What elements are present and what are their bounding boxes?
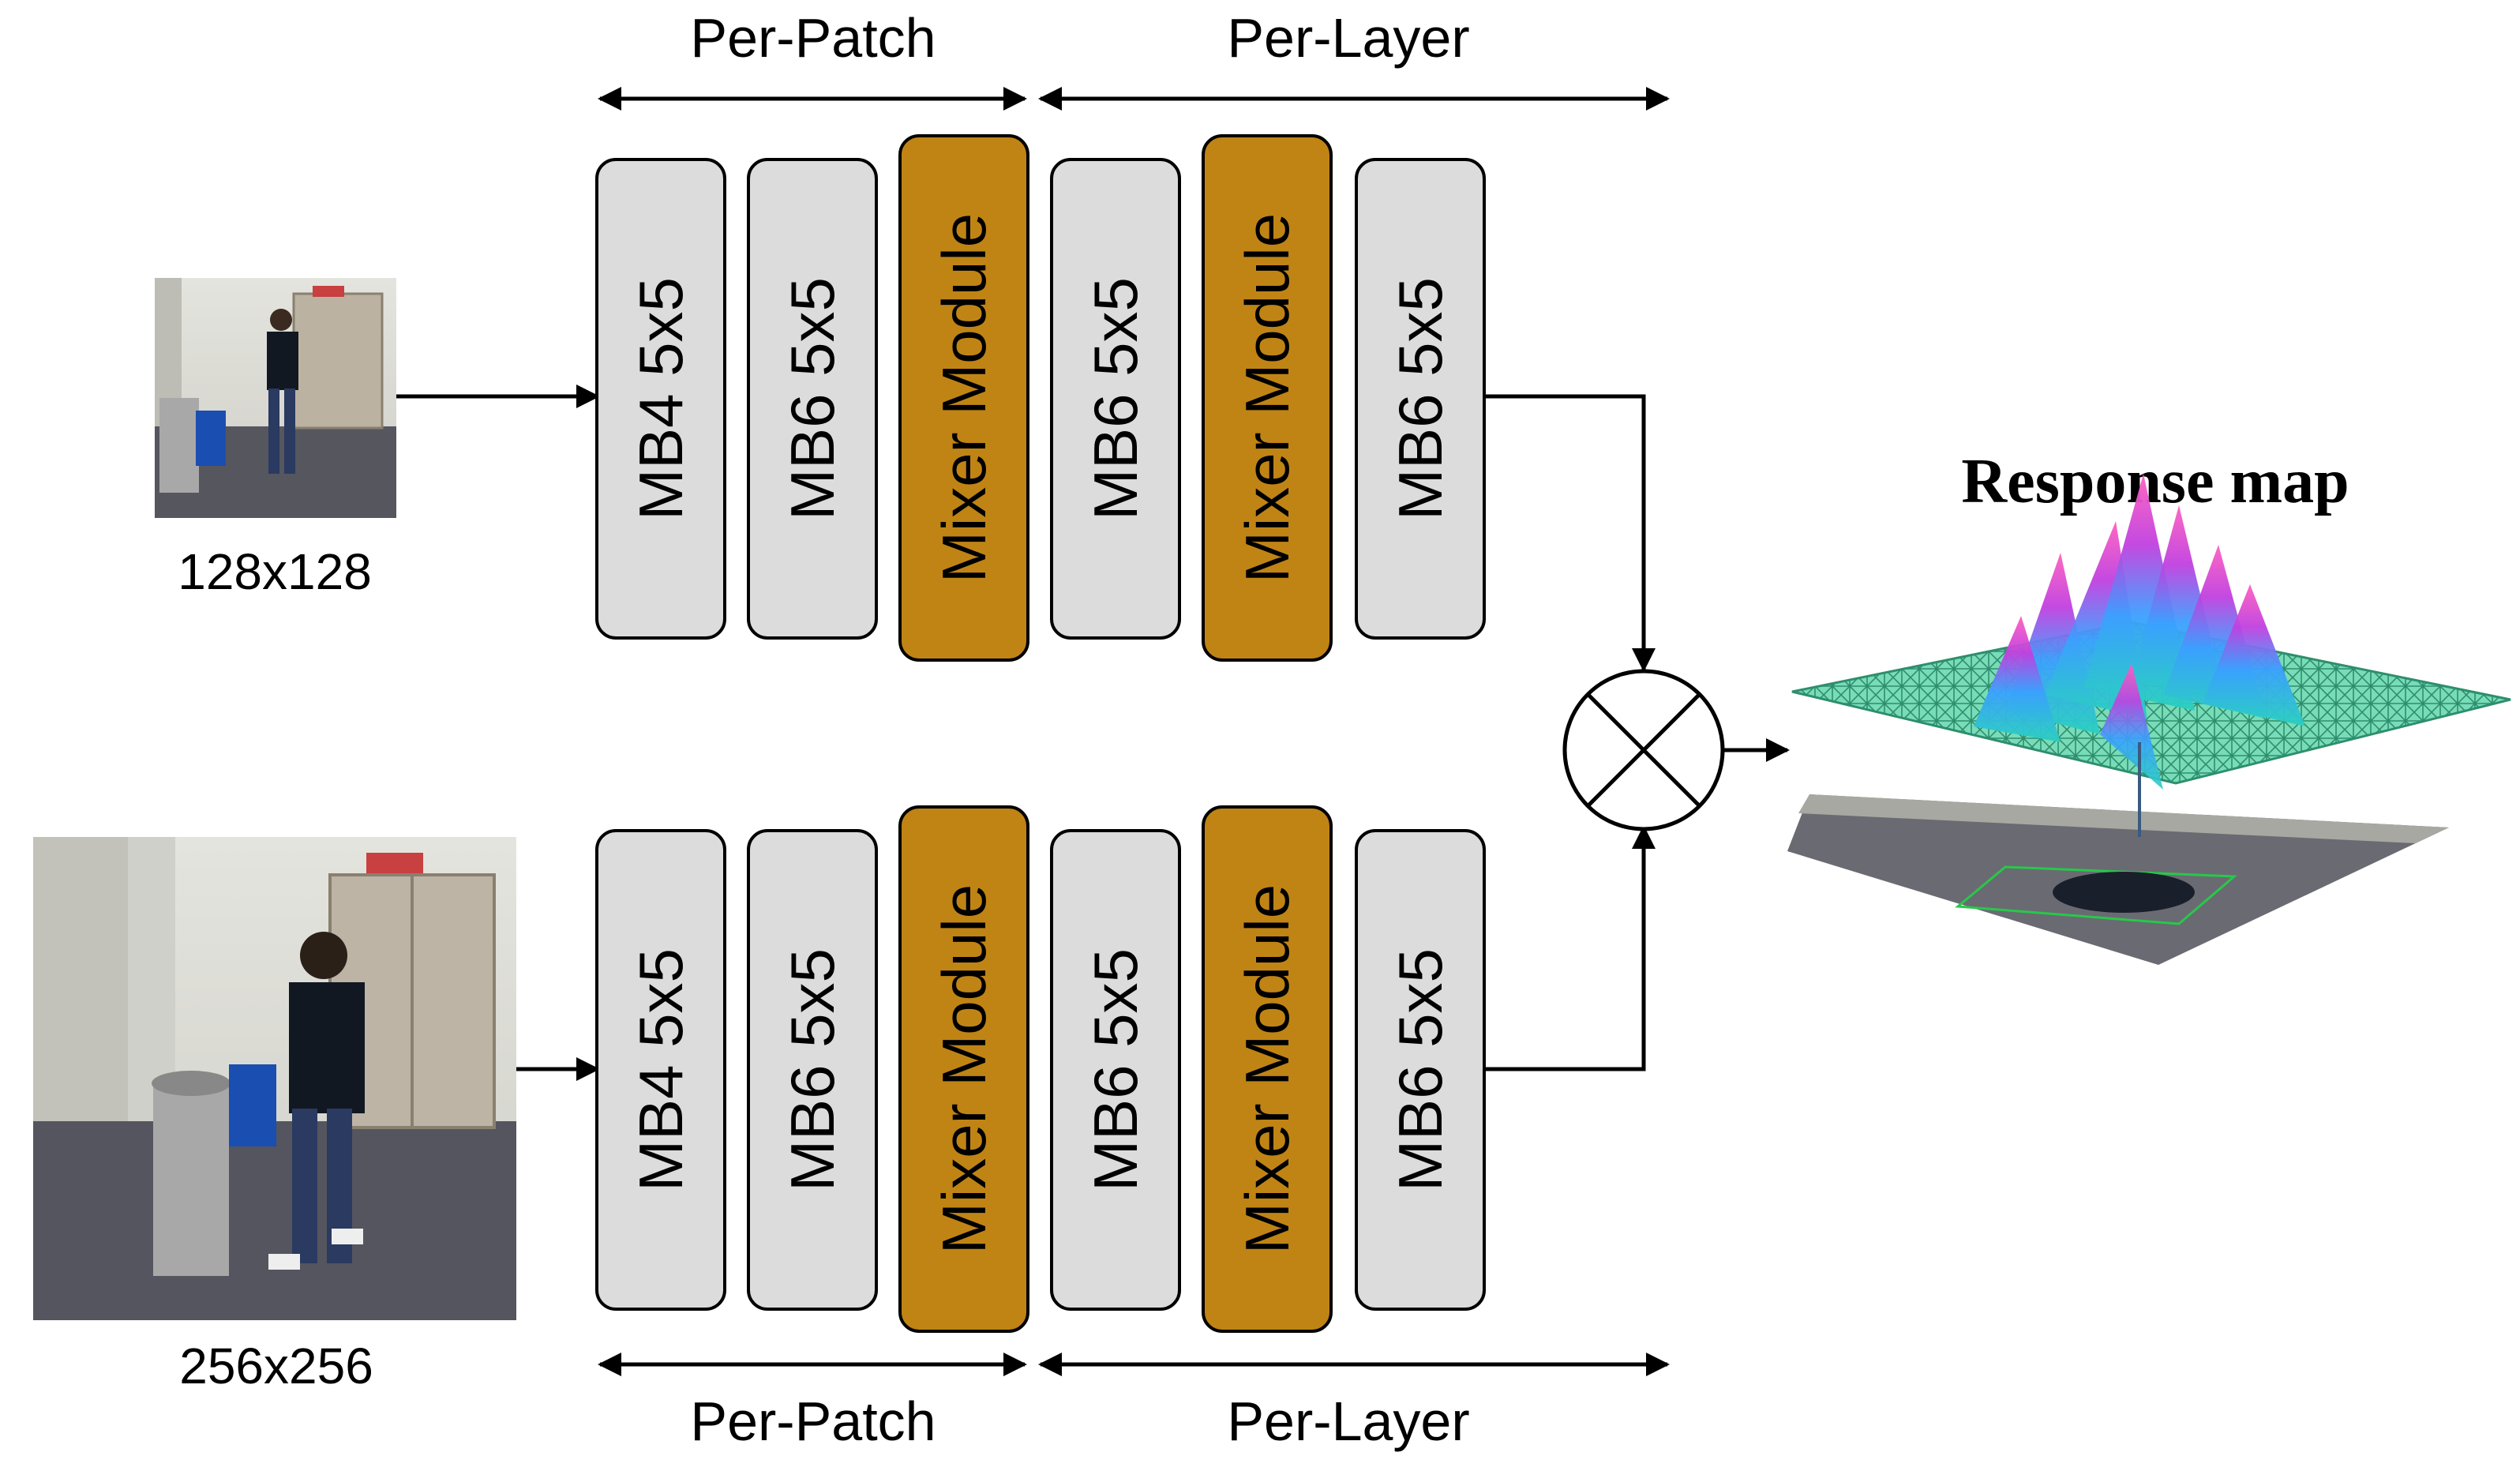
mb-block: MB6 5x5: [1355, 158, 1486, 640]
mb-block: MB6 5x5: [1050, 829, 1181, 1311]
block-label: MB6 5x5: [778, 277, 847, 520]
response-map-surface: [1791, 474, 2511, 837]
top-branch: Per-Patch Per-Layer 128x128 MB4 5x5: [155, 7, 1670, 672]
block-label: Mixer Module: [1232, 213, 1302, 583]
block-label: MB4 5x5: [626, 948, 696, 1191]
block-label: MB6 5x5: [1386, 277, 1455, 520]
mb-block: MB6 5x5: [1355, 829, 1486, 1311]
span-labels-top: Per-Patch Per-Layer: [598, 7, 1670, 111]
block-label: Mixer Module: [1232, 884, 1302, 1254]
input-image-small: [155, 278, 396, 518]
mixer-module-block: Mixer Module: [1202, 805, 1333, 1333]
bottom-branch: 256x256 MB4 5x5 MB6 5x5 Mixer Module MB6…: [33, 805, 1670, 1452]
block-stack-bottom: MB4 5x5 MB6 5x5 Mixer Module MB6 5x5 Mix…: [595, 805, 1486, 1333]
response-map-title: Response map: [1961, 447, 2349, 516]
span-labels-bottom: Per-Patch Per-Layer: [598, 1353, 1670, 1452]
block-stack-top: MB4 5x5 MB6 5x5 Mixer Module MB6 5x5 Mix…: [595, 134, 1486, 662]
mixer-module-block: Mixer Module: [898, 805, 1029, 1333]
input-size-label-small: 128x128: [178, 543, 372, 600]
mixer-module-block: Mixer Module: [898, 134, 1029, 662]
mb-block: MB4 5x5: [595, 829, 726, 1311]
per-layer-label: Per-Layer: [1227, 1390, 1469, 1452]
input-image-large: [33, 837, 516, 1320]
mixer-module-block: Mixer Module: [1202, 134, 1333, 662]
cross-correlation-operator: [1562, 669, 1725, 831]
per-patch-label: Per-Patch: [690, 7, 936, 69]
mb-block: MB6 5x5: [1050, 158, 1181, 640]
input-size-label-large: 256x256: [179, 1338, 373, 1394]
block-label: MB4 5x5: [626, 277, 696, 520]
per-patch-label: Per-Patch: [690, 1390, 936, 1452]
block-label: Mixer Module: [929, 884, 999, 1254]
block-label: MB6 5x5: [1081, 277, 1150, 520]
output-arrow-top: [1484, 394, 1656, 672]
response-map-frame-image: [1787, 794, 2449, 965]
mb-block: MB6 5x5: [747, 829, 878, 1311]
output-arrow-bottom: [1484, 825, 1656, 1071]
mb-block: MB6 5x5: [747, 158, 878, 640]
per-layer-label: Per-Layer: [1227, 7, 1469, 69]
block-label: MB6 5x5: [1081, 948, 1150, 1191]
mb-block: MB4 5x5: [595, 158, 726, 640]
block-label: Mixer Module: [929, 213, 999, 583]
response-map: Response map: [1787, 447, 2511, 965]
block-label: MB6 5x5: [1386, 948, 1455, 1191]
block-label: MB6 5x5: [778, 948, 847, 1191]
